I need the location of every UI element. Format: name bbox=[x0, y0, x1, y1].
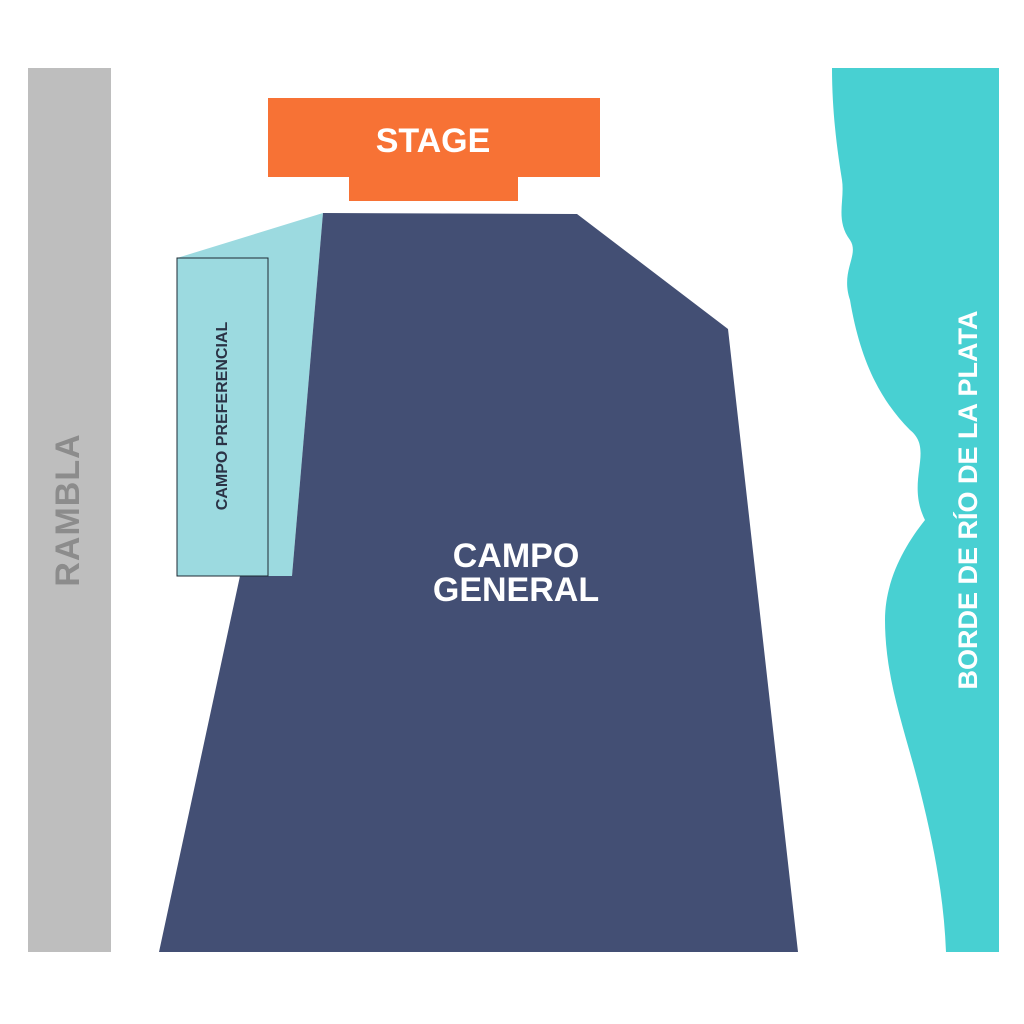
campo-general-zone[interactable] bbox=[159, 213, 798, 952]
campo-preferencial-label: CAMPO PREFERENCIAL bbox=[214, 322, 231, 511]
rambla-label: RAMBLA bbox=[49, 433, 87, 586]
rambla-zone bbox=[28, 68, 111, 952]
river-zone bbox=[832, 68, 999, 952]
campo-general-label-line2: GENERAL bbox=[433, 571, 599, 609]
campo-general-label-line1: CAMPO bbox=[453, 537, 580, 575]
campo-preferencial-wedge bbox=[177, 213, 323, 576]
stage-block[interactable] bbox=[268, 98, 600, 201]
campo-preferencial-zone[interactable] bbox=[176, 257, 269, 577]
stage-label: STAGE bbox=[376, 122, 491, 160]
river-label: BORDE DE RÍO DE LA PLATA bbox=[952, 310, 983, 689]
